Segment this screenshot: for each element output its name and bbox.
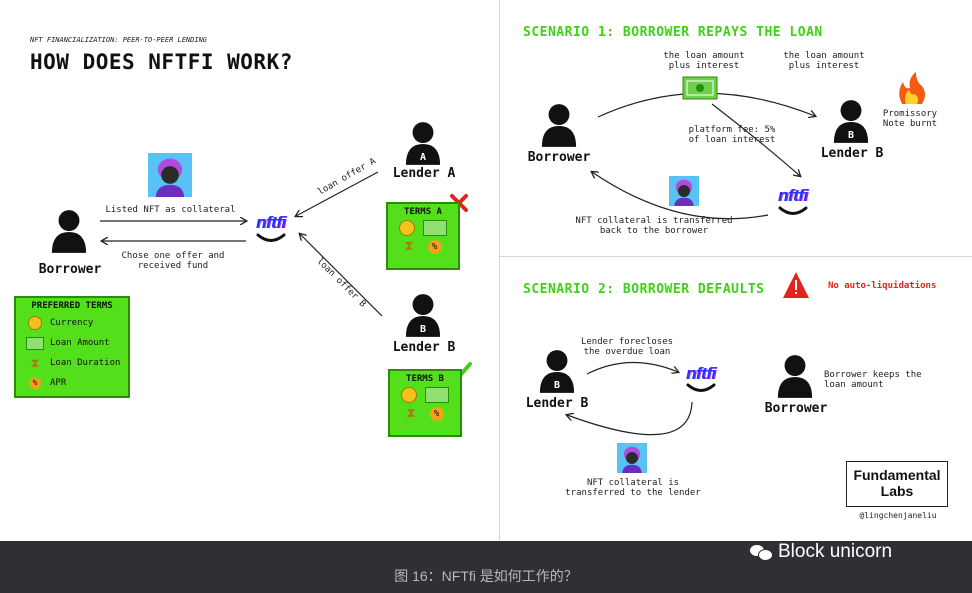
preferred-term-label: Loan Amount	[50, 338, 110, 348]
coin-icon	[401, 387, 417, 403]
s2-keeps-text: Borrower keeps the loan amount	[824, 370, 922, 390]
percent-icon: %	[427, 240, 442, 254]
money-stack-icon	[425, 387, 449, 403]
vertical-divider	[499, 0, 500, 541]
preferred-term-row: Loan Amount	[16, 333, 128, 353]
offer-b-arrow	[300, 234, 383, 317]
svg-text:A: A	[420, 152, 426, 163]
preferred-term-label: APR	[50, 378, 67, 388]
terms-b-box: TERMS B ⧗ %	[388, 369, 462, 437]
figure-caption: 图 16：NFTfi 是如何工作的？	[394, 568, 578, 584]
warning-icon	[783, 272, 809, 298]
coin-icon	[399, 220, 415, 236]
brand-line1: Fundamental	[853, 467, 941, 483]
s1-return-arrow	[592, 172, 769, 220]
brand-line2: Labs	[880, 483, 914, 499]
coin-icon	[28, 316, 42, 330]
page-title: HOW DOES NFTFI WORK?	[30, 50, 293, 74]
caption-bar: 图 16：NFTfi 是如何工作的？ Block unicorn	[0, 541, 972, 593]
lender-a-label: Lender A	[392, 166, 456, 181]
percent-icon: %	[29, 377, 41, 389]
no-liquidation-text: No auto-liquidations	[828, 281, 937, 291]
borrower-label: Borrower	[38, 262, 102, 277]
preferred-term-row: ⧗ Loan Duration	[16, 353, 128, 373]
s1-fee-text: platform fee: 5% of loan interest	[688, 125, 776, 145]
terms-b-title: TERMS B	[406, 374, 444, 384]
terms-a-box: TERMS A ⧗ %	[386, 202, 460, 270]
s1-lender-label: Lender B	[820, 146, 884, 161]
hourglass-icon: ⧗	[30, 355, 40, 370]
s2-transfer-text: NFT collateral is transferred to the len…	[565, 478, 701, 498]
brand-handle: @lingchenjaneliu	[859, 511, 937, 520]
hourglass-icon: ⧗	[404, 239, 414, 254]
preferred-terms-title: PREFERRED TERMS	[31, 301, 113, 311]
s1-promissory-text: Promissory Note burnt	[882, 109, 938, 129]
watermark: Block unicorn	[750, 541, 892, 563]
preferred-terms-box: PREFERRED TERMS Currency Loan Amount ⧗ L…	[14, 296, 130, 398]
lender-b-label: Lender B	[392, 340, 456, 355]
preferred-term-row: % APR	[16, 373, 128, 393]
s2-nftfi-logo: nftfi	[686, 364, 716, 383]
terms-a-title: TERMS A	[404, 207, 442, 217]
fundamental-labs-logo: Fundamental Labs	[846, 461, 948, 507]
scenario2-title: SCENARIO 2: BORROWER DEFAULTS	[523, 282, 765, 297]
preferred-term-label: Currency	[50, 318, 94, 328]
svg-text:B: B	[848, 130, 854, 141]
fire-icon	[899, 72, 925, 104]
s2-borrower-label: Borrower	[764, 401, 828, 416]
preferred-term-row: Currency	[16, 313, 128, 333]
s1-borrower-label: Borrower	[527, 150, 591, 165]
header-subtitle: NFT FINANCIALIZATION: PEER-TO-PEER LENDI…	[30, 36, 208, 44]
chose-text: Chose one offer and received fund	[121, 251, 225, 271]
s1-transfer-text: NFT collateral is transferred back to th…	[575, 216, 733, 236]
money-stack-icon	[26, 336, 44, 350]
s2-transfer-arrow	[567, 401, 693, 436]
listed-text: Listed NFT as collateral	[105, 205, 236, 215]
s2-forecloses-text: Lender forecloses the overdue loan	[580, 337, 674, 357]
offer-a-arrow	[296, 171, 379, 216]
money-stack-icon	[423, 220, 447, 236]
s2-foreclose-arrow	[586, 361, 678, 375]
money-stack-icon	[682, 76, 718, 100]
watermark-text: Block unicorn	[778, 541, 893, 562]
horizontal-divider	[500, 256, 972, 257]
nftfi-logo: nftfi	[256, 213, 286, 232]
svg-text:B: B	[420, 324, 426, 335]
scenario1-title: SCENARIO 1: BORROWER REPAYS THE LOAN	[523, 25, 823, 40]
s1-repay-text-left: the loan amount plus interest	[663, 51, 745, 71]
hourglass-icon: ⧗	[406, 406, 416, 421]
s1-nftfi-logo: nftfi	[778, 186, 808, 205]
preferred-term-label: Loan Duration	[50, 358, 121, 368]
s1-fee-arrow	[711, 103, 800, 176]
svg-text:B: B	[554, 380, 560, 391]
percent-icon: %	[429, 407, 444, 421]
s2-lender-label: Lender B	[525, 396, 589, 411]
wechat-icon	[750, 543, 773, 561]
s1-repay-text-right: the loan amount plus interest	[783, 51, 865, 71]
